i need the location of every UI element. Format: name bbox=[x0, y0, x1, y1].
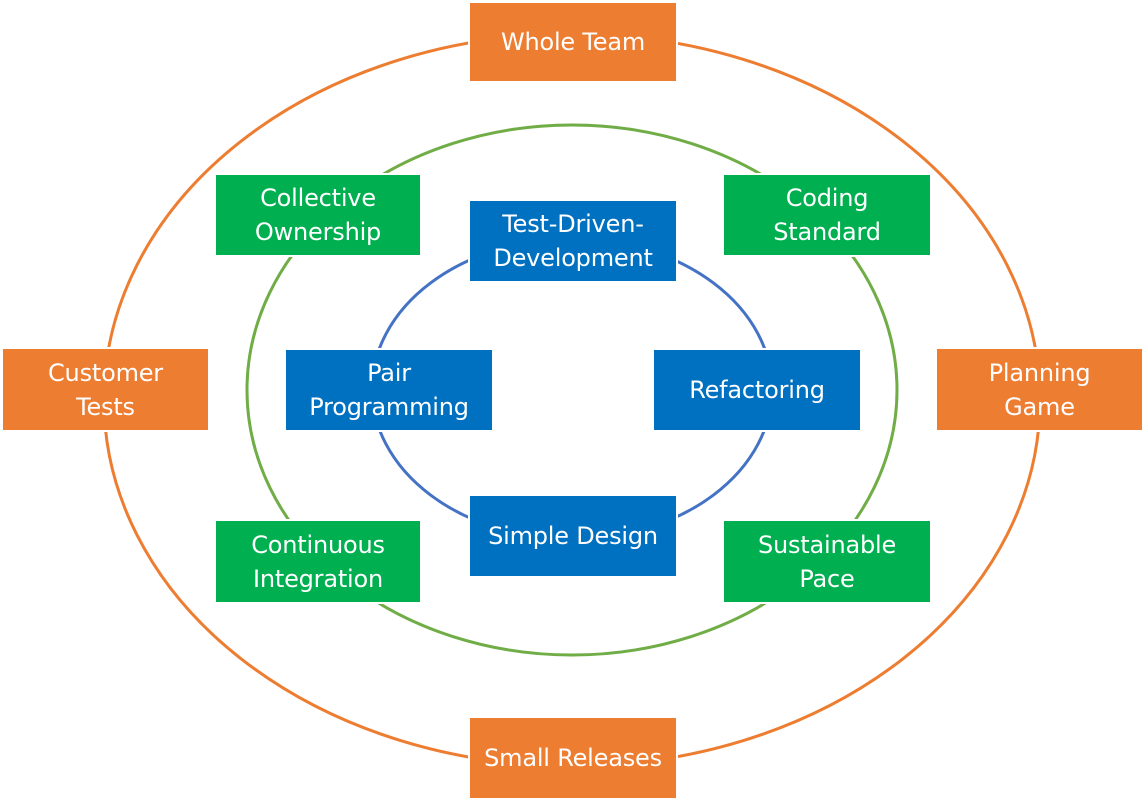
refactoring-box: Refactoring bbox=[652, 348, 862, 432]
middle-ring bbox=[245, 123, 899, 657]
planning-game-label: Planning Game bbox=[988, 358, 1091, 421]
coding-standard-box: Coding Standard bbox=[722, 173, 932, 257]
simple-design-label: Simple Design bbox=[488, 522, 658, 550]
test-driven-development-box: Test-Driven- Development bbox=[468, 199, 678, 283]
pair-programming-label: Pair Programming bbox=[309, 359, 469, 421]
simple-design-box: Simple Design bbox=[468, 494, 678, 578]
coding-standard-label: Coding Standard bbox=[773, 184, 881, 246]
pair-programming-box: Pair Programming bbox=[284, 348, 494, 432]
sustainable-pace-box: Sustainable Pace bbox=[722, 519, 932, 604]
whole-team-label: Whole Team bbox=[500, 28, 646, 56]
small-releases-label: Small Releases bbox=[484, 744, 662, 772]
continuous-integration-box: Continuous Integration bbox=[214, 519, 422, 604]
refactoring-label: Refactoring bbox=[689, 376, 825, 404]
collective-ownership-box: Collective Ownership bbox=[214, 173, 422, 257]
test-driven-development-label: Test-Driven- Development bbox=[493, 210, 653, 272]
planning-game-box: Planning Game bbox=[935, 347, 1144, 432]
whole-team-box: Whole Team bbox=[468, 1, 678, 83]
customer-tests-label: Customer Tests bbox=[48, 358, 163, 421]
continuous-integration-label: Continuous Integration bbox=[251, 530, 385, 593]
collective-ownership-label: Collective Ownership bbox=[254, 184, 382, 246]
small-releases-box: Small Releases bbox=[468, 716, 678, 800]
customer-tests-box: Customer Tests bbox=[1, 347, 210, 432]
sustainable-pace-label: Sustainable Pace bbox=[757, 530, 897, 593]
